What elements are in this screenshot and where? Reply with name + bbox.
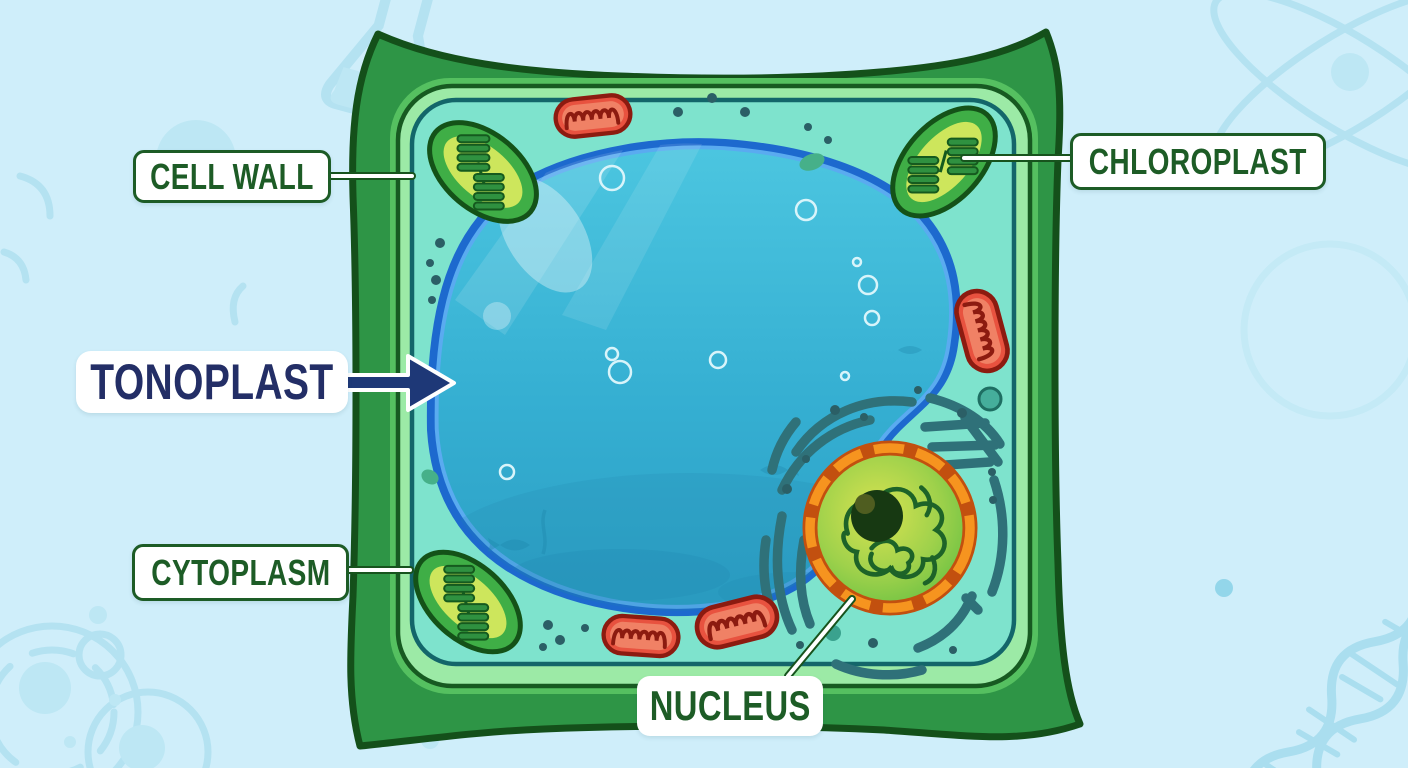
tonoplast-arrow-icon	[344, 354, 456, 412]
chloroplast-label-text: CHLOROPLAST	[1088, 140, 1308, 182]
tonoplast-label-text: TONOPLAST	[90, 354, 334, 410]
label-nucleus: NUCLEUS	[637, 676, 823, 736]
label-chloroplast: CHLOROPLAST	[1070, 133, 1326, 190]
mitochondrion-icon-bottom-1	[601, 613, 681, 659]
nucleus-label-text: NUCLEUS	[649, 682, 811, 729]
mitochondrion-icon-right	[954, 288, 1010, 374]
vacuole-bubbles	[498, 164, 881, 481]
chloroplast-icon-top-right	[890, 105, 998, 219]
chloroplast-icon-bottom-left	[413, 549, 523, 655]
endoplasmic-reticulum-icon	[759, 393, 1008, 680]
chloroplast-icon-top-left	[427, 120, 539, 224]
dna-helix-icon	[1240, 581, 1408, 768]
mitochondrion-icon-top	[553, 93, 633, 139]
label-cytoplasm: CYTOPLASM	[132, 544, 349, 601]
cytoplasm-label-text: CYTOPLASM	[150, 551, 331, 593]
mitochondrion-icon-bottom-2	[694, 594, 780, 650]
cell-wall-label-text: CELL WALL	[150, 155, 314, 197]
label-tonoplast: TONOPLAST	[76, 351, 348, 413]
label-cell-wall: CELL WALL	[133, 150, 331, 203]
ribosome-dots	[426, 93, 997, 654]
nucleus-icon	[802, 440, 978, 616]
vesicle-icon	[421, 153, 1003, 641]
petri-dish-icon	[0, 606, 439, 768]
